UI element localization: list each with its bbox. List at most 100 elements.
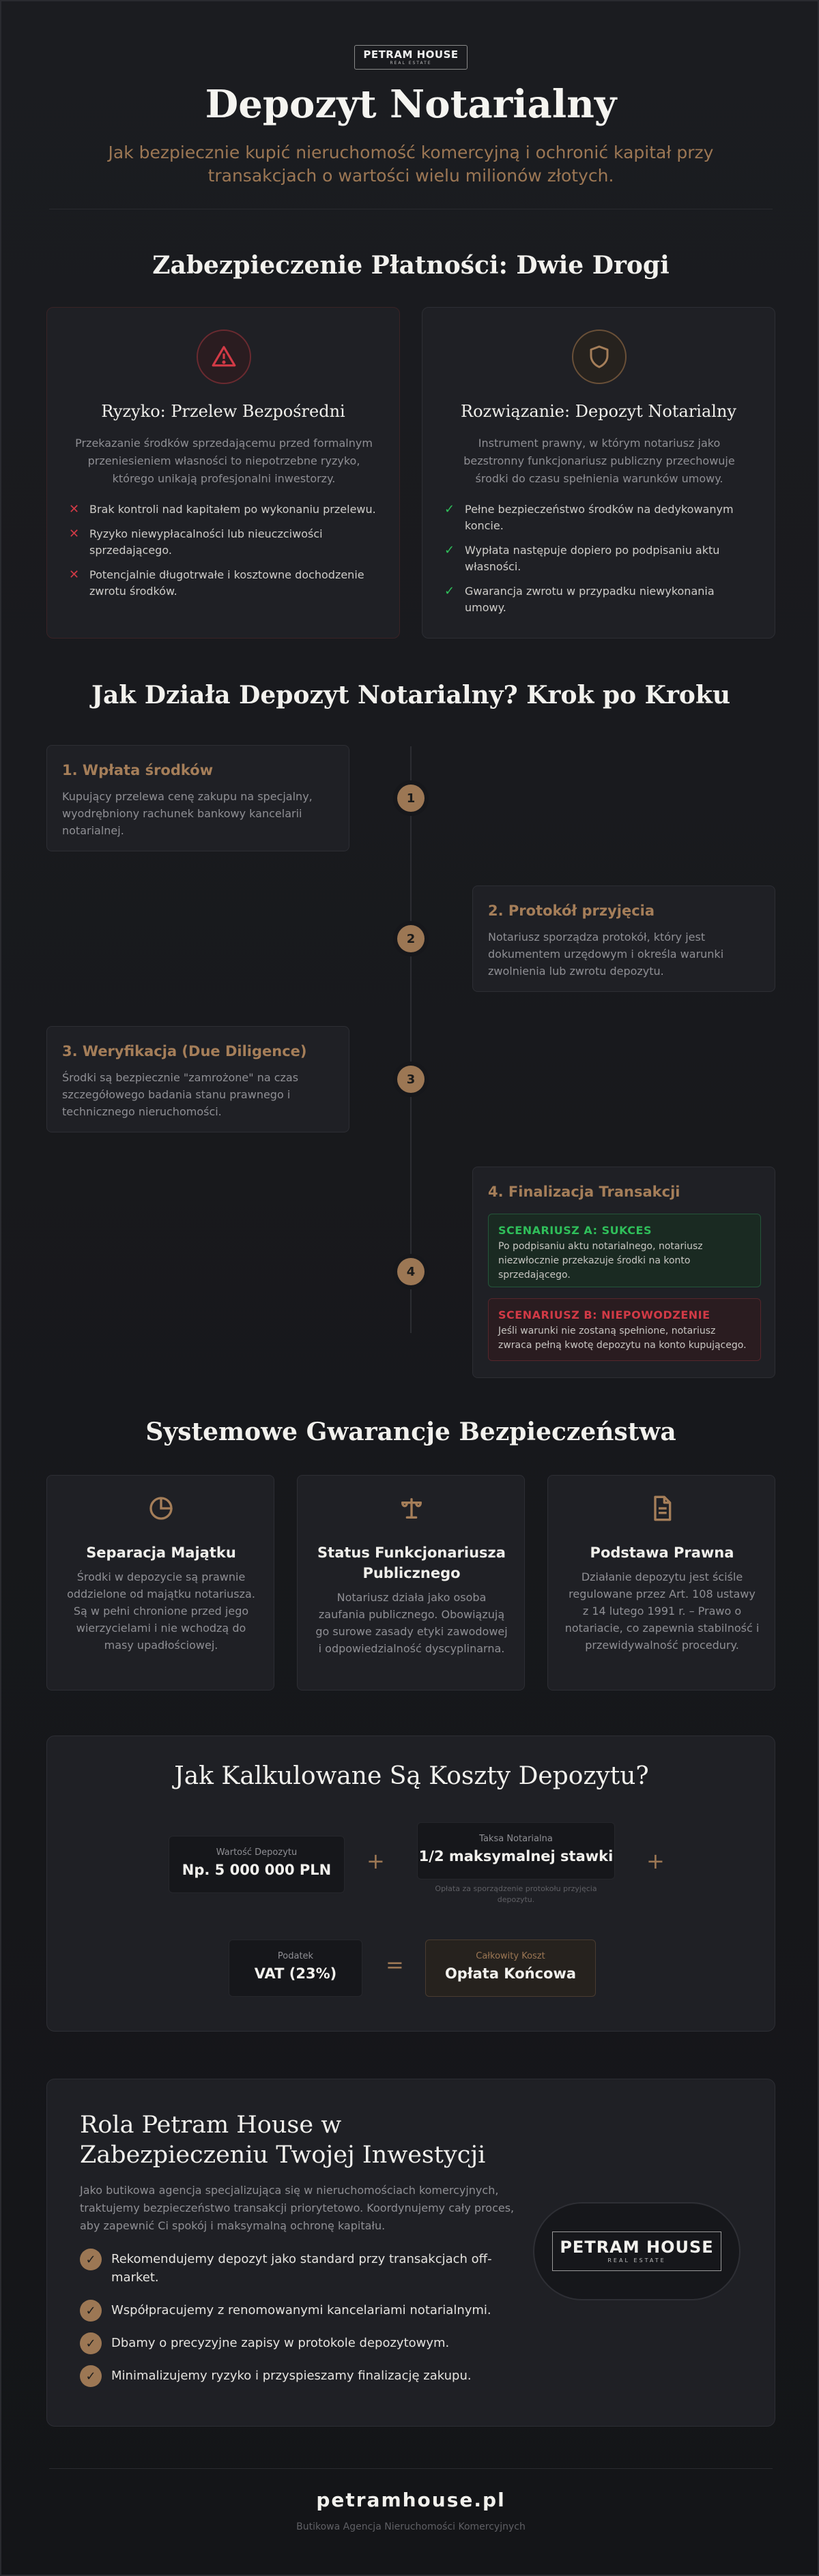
scenario-a-text: Po podpisaniu aktu notarialnego, notariu… [498,1241,703,1280]
document-icon [648,1495,676,1522]
solution-list-item: ✓Gwarancja zwrotu w przypadku niewykonan… [444,584,715,614]
timeline-line [410,746,412,1333]
risk-list-item: ✕Potencjalnie długotrwałe i kosztowne do… [69,568,364,598]
plus-operator: + [646,1848,665,1874]
guarantee-text: Środki w depozycie są prawnie oddzielone… [67,1570,255,1652]
logo-main-text: PETRAM HOUSE [560,2238,714,2257]
cross-icon: ✕ [69,568,80,582]
footer-tagline: Butikowa Agencja Nieruchomości Komercyjn… [296,2521,526,2532]
solution-card: Rozwiązanie: Depozyt Notarialny Instrume… [422,307,775,639]
deposit-value: Np. 5 000 000 PLN [182,1862,332,1878]
risk-list-item: ✕Ryzyko niewypłacalności lub nieuczciwoś… [69,527,323,557]
footer-website-link[interactable]: petramhouse.pl [316,2489,506,2511]
logo-sub-text: REAL ESTATE [390,60,432,65]
cross-icon: ✕ [69,527,80,541]
scenario-b-text: Jeśli warunki nie zostaną spełnione, not… [498,1326,747,1351]
brand-logo[interactable]: PETRAM HOUSE REAL ESTATE [354,45,468,70]
check-icon: ✓ [444,502,455,516]
role-list-item: ✓Dbamy o precyzyjne zapisy w protokole d… [80,2332,517,2354]
role-list-item: ✓Współpracujemy z renomowanymi kancelari… [80,2300,517,2322]
costs-section: Jak Kalkulowane Są Koszty Depozytu? Wart… [46,1736,775,2032]
deposit-value-box: Wartość Depozytu Np. 5 000 000 PLN [169,1836,345,1893]
guarantee-text: Działanie depozytu jest ściśle regulowan… [564,1570,760,1652]
brand-logo-large: PETRAM HOUSE REAL ESTATE [533,2202,741,2300]
guarantee-card-separation: Separacja Majątku Środki w depozycie są … [46,1475,274,1690]
guarantee-text: Notariusz działa jako osoba zaufania pub… [315,1591,508,1655]
paths-section-title: Zabezpieczenie Płatności: Dwie Drogi [152,251,670,280]
role-list-item: ✓Minimalizujemy ryzyko i przyspieszamy f… [80,2365,517,2387]
guarantee-title: Status Funkcjonariusza Publicznego [317,1545,506,1581]
guarantee-card-legal: Podstawa Prawna Działanie depozytu jest … [547,1475,775,1690]
step-text: Kupujący przelewa cenę zakupu na specjal… [62,790,313,837]
cross-icon: ✕ [69,502,80,516]
role-title: Rola Petram House w Zabezpieczeniu Twoje… [80,2111,486,2169]
fee-note: Opłata za sporządzenie protokołu przyjęc… [435,1884,597,1904]
step-card-4: 4. Finalizacja Transakcji SCENARIUSZ A: … [472,1167,775,1378]
scenario-a-title: SCENARIUSZ A: SUKCES [498,1224,652,1237]
guarantee-title: Podstawa Prawna [590,1545,734,1561]
timeline-step-2: 2 [397,925,425,952]
scenario-b-title: SCENARIUSZ B: NIEPOWODZENIE [498,1308,710,1321]
guarantee-card-status: Status Funkcjonariusza Publicznego Notar… [297,1475,525,1690]
costs-section-title: Jak Kalkulowane Są Koszty Depozytu? [174,1762,649,1790]
check-circle-icon: ✓ [80,2332,102,2354]
solution-list: ✓Pełne bezpieczeństwo środków na dedykow… [444,501,758,624]
tax-label: Podatek [277,1951,314,1961]
step-title: 2. Protokół przyjęcia [488,903,655,919]
solution-heading: Rozwiązanie: Depozyt Notarialny [461,402,736,421]
page-title: Depozyt Notarialny [205,82,617,127]
step-text: Notariusz sporządza protokół, który jest… [488,931,724,978]
step-title: 1. Wpłata środków [62,762,214,778]
logo-main-text: PETRAM HOUSE [363,48,459,61]
check-circle-icon: ✓ [80,2365,102,2387]
notary-fee-box: Taksa Notarialna 1/2 maksymalnej stawki [417,1822,615,1879]
check-icon: ✓ [444,584,455,598]
fee-label: Taksa Notarialna [479,1834,553,1844]
scenario-failure: SCENARIUSZ B: NIEPOWODZENIE Jeśli warunk… [488,1298,761,1361]
risk-card: Ryzyko: Przelew Bezpośredni Przekazanie … [46,307,400,639]
total-label: Całkowity Koszt [476,1951,545,1961]
role-description: Jako butikowa agencja specjalizująca się… [80,2184,515,2232]
solution-list-item: ✓Pełne bezpieczeństwo środków na dedykow… [444,502,734,532]
solution-list-item: ✓Wypłata następuje dopiero po podpisaniu… [444,543,720,573]
check-circle-icon: ✓ [80,2300,102,2322]
check-circle-icon: ✓ [80,2249,102,2270]
risk-description: Przekazanie środków sprzedającemu przed … [75,437,373,485]
guarantee-title: Separacja Majątku [86,1545,236,1561]
step-card-2: 2. Protokół przyjęcia Notariusz sporządz… [472,886,775,992]
role-list: ✓Rekomendujemy depozyt jako standard prz… [80,2249,517,2399]
steps-section-title: Jak Działa Depozyt Notarialny? Krok po K… [91,681,731,709]
risk-heading: Ryzyko: Przelew Bezpośredni [101,402,345,421]
logo-sub-text: REAL ESTATE [607,2257,666,2264]
page-subtitle: Jak bezpiecznie kupić nieruchomość komer… [108,143,714,186]
deposit-label: Wartość Depozytu [216,1847,298,1858]
plus-operator: + [367,1848,385,1874]
total-value: Opłata Końcowa [444,1965,577,1982]
timeline-step-3: 3 [397,1066,425,1093]
risk-list: ✕Brak kontroli nad kapitałem po wykonani… [69,501,383,608]
step-card-1: 1. Wpłata środków Kupujący przelewa cenę… [46,745,349,851]
check-icon: ✓ [444,543,455,557]
timeline-step-4: 4 [397,1258,425,1285]
shield-icon [572,330,627,384]
solution-description: Instrument prawny, w którym notariusz ja… [463,437,735,485]
step-card-3: 3. Weryfikacja (Due Diligence) Środki są… [46,1026,349,1132]
scenario-success: SCENARIUSZ A: SUKCES Po podpisaniu aktu … [488,1214,761,1287]
scales-icon [398,1495,425,1522]
warning-triangle-icon [197,330,251,384]
tax-value: VAT (23%) [254,1965,337,1982]
total-cost-box: Całkowity Koszt Opłata Końcowa [425,1940,596,1997]
step-title: 3. Weryfikacja (Due Diligence) [62,1043,307,1059]
fee-value: 1/2 maksymalnej stawki [418,1848,614,1864]
guarantees-section-title: Systemowe Gwarancje Bezpieczeństwa [145,1418,676,1446]
footer-divider [49,2468,773,2469]
role-section: Rola Petram House w Zabezpieczeniu Twoje… [46,2079,775,2427]
step-text: Środki są bezpiecznie "zamrożone" na cza… [62,1071,299,1118]
timeline-step-1: 1 [397,785,425,812]
equals-operator: = [386,1952,404,1978]
role-list-item: ✓Rekomendujemy depozyt jako standard prz… [80,2249,517,2287]
risk-list-item: ✕Brak kontroli nad kapitałem po wykonani… [69,502,376,516]
step-title: 4. Finalizacja Transakcji [488,1184,680,1200]
pie-chart-icon [147,1495,175,1522]
